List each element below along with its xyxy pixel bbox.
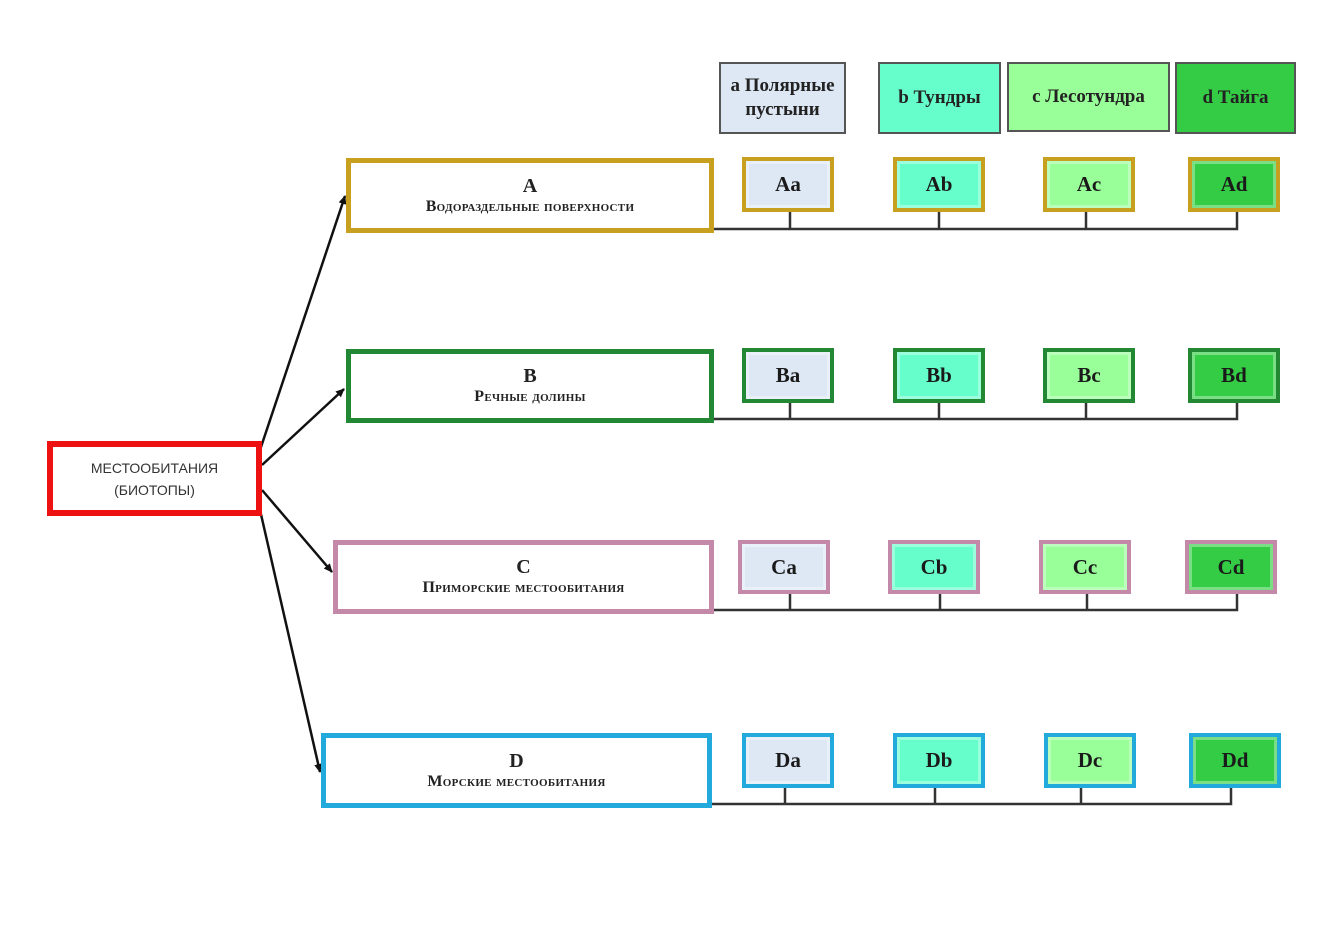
cell-Bb: Bb	[893, 348, 985, 403]
zone-label: d Тайга	[1202, 87, 1269, 108]
cell-Aa: Aa	[742, 157, 834, 212]
cell-label: Dc	[1048, 737, 1132, 784]
bus-row-D	[710, 788, 1233, 806]
zone-label: c Лесотундра	[1032, 86, 1145, 107]
cell-Ac: Ac	[1043, 157, 1135, 212]
zone-header-taiga: d Тайга	[1175, 62, 1296, 134]
cell-Dc: Dc	[1044, 733, 1136, 788]
zone-label: b Тундры	[898, 87, 981, 108]
cell-Da: Da	[742, 733, 834, 788]
habitat-box-A: A Водораздельные поверхности	[346, 158, 714, 233]
cell-Bc: Bc	[1043, 348, 1135, 403]
cell-Cb: Cb	[888, 540, 980, 594]
bus-row-C	[712, 594, 1239, 612]
zone-header-polar-deserts: a Полярные пустыни	[719, 62, 846, 134]
cell-label: Dd	[1193, 737, 1277, 784]
habitat-letter: B	[523, 365, 537, 387]
cell-Ba: Ba	[742, 348, 834, 403]
zone-header-tundra: b Тундры	[878, 62, 1001, 134]
cell-label: Db	[897, 737, 981, 784]
root-label-line2: (БИОТОПЫ)	[114, 481, 195, 498]
habitat-letter: D	[509, 749, 524, 772]
root-label-line1: МЕСТООБИТАНИЯ	[90, 459, 219, 476]
habitat-name: Морские местообитания	[427, 772, 606, 790]
arrow-root-to-B	[261, 388, 345, 466]
cell-label: Ca	[742, 544, 826, 590]
bus-row-B	[712, 403, 1239, 421]
cell-label: Cc	[1043, 544, 1127, 590]
cell-label: Aa	[746, 161, 830, 208]
cell-label: Da	[746, 737, 830, 784]
arrow-root-to-A	[258, 195, 347, 451]
cell-label: Ac	[1047, 161, 1131, 208]
cell-Dd: Dd	[1189, 733, 1281, 788]
cell-label: Ba	[746, 352, 830, 399]
zone-label-line2: пустыни	[745, 99, 820, 120]
zone-label-line1: a Полярные	[730, 75, 835, 96]
cell-Ca: Ca	[738, 540, 830, 594]
habitat-letter: C	[516, 556, 531, 578]
cell-label: Cb	[892, 544, 976, 590]
zone-header-forest-tundra: c Лесотундра	[1007, 62, 1170, 132]
habitat-box-B: B Речные долины	[346, 349, 714, 423]
habitat-box-C: C Приморские местообитания	[333, 540, 714, 614]
cell-label: Cd	[1189, 544, 1273, 590]
habitat-name: Приморские местообитания	[422, 579, 625, 596]
cell-label: Bb	[897, 352, 981, 399]
cell-Cd: Cd	[1185, 540, 1277, 594]
habitat-box-D: D Морские местообитания	[321, 733, 712, 808]
cell-label: Bd	[1192, 352, 1276, 399]
habitat-letter: A	[522, 174, 538, 197]
cell-Bd: Bd	[1188, 348, 1280, 403]
arrow-root-to-C	[261, 489, 333, 573]
cell-Ab: Ab	[893, 157, 985, 212]
habitat-name: Речные долины	[474, 388, 586, 405]
cell-Cc: Cc	[1039, 540, 1131, 594]
cell-label: Ad	[1192, 161, 1276, 208]
habitat-name: Водораздельные поверхности	[425, 197, 635, 215]
cell-label: Ab	[897, 161, 981, 208]
cell-Db: Db	[893, 733, 985, 788]
arrow-root-to-D	[258, 509, 323, 773]
root-habitats-box: МЕСТООБИТАНИЯ (БИОТОПЫ)	[47, 441, 262, 516]
bus-row-A	[712, 212, 1239, 231]
cell-label: Bc	[1047, 352, 1131, 399]
cell-Ad: Ad	[1188, 157, 1280, 212]
